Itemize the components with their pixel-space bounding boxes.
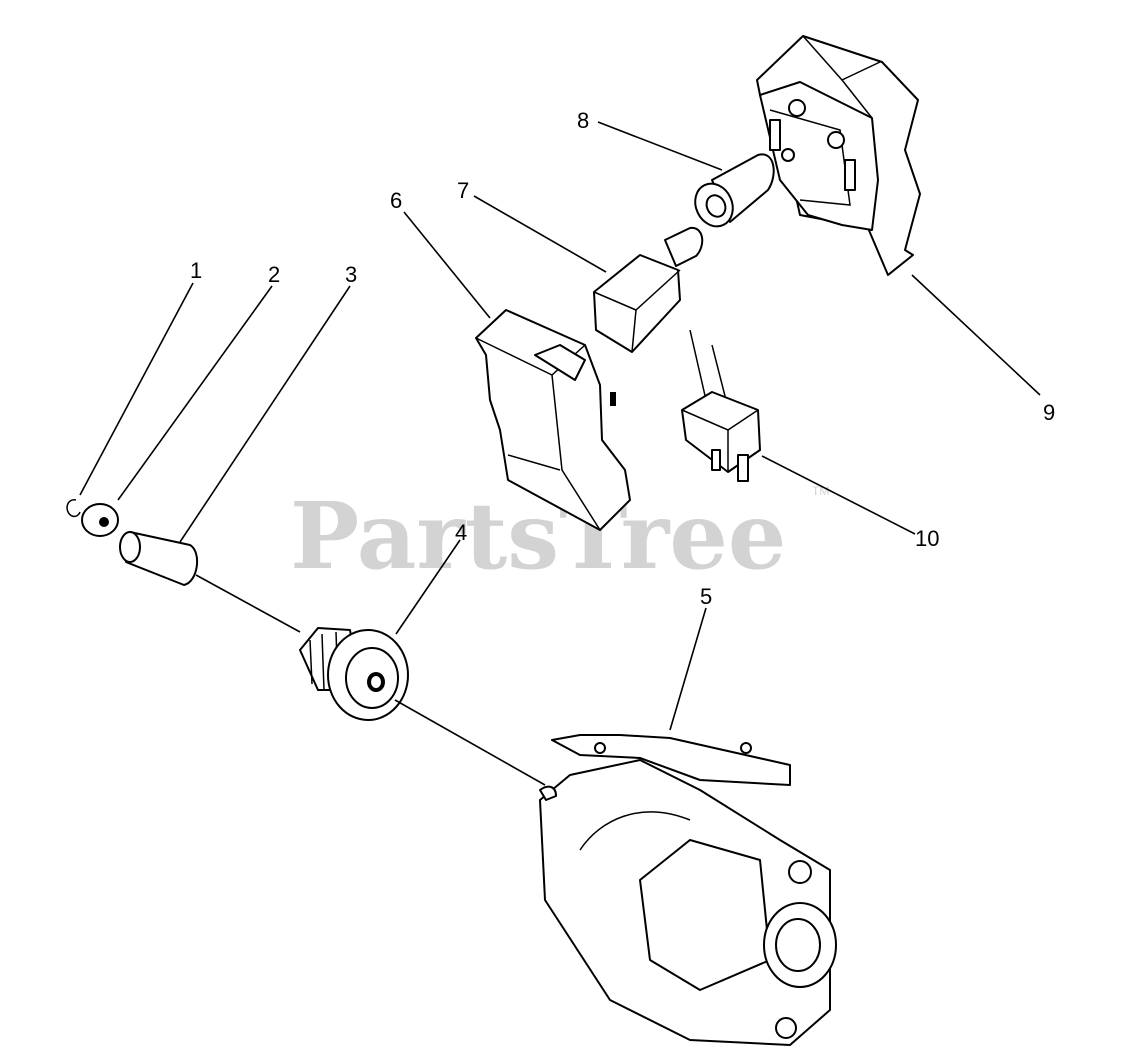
callout-5: 5 [700, 584, 712, 609]
callout-9: 9 [1043, 400, 1055, 425]
callout-1: 1 [190, 258, 202, 283]
callout-labels: 1 2 3 4 5 6 7 8 9 10 [190, 108, 1055, 609]
callout-2: 2 [268, 262, 280, 287]
part-3-sleeve [119, 531, 199, 586]
callout-3: 3 [345, 262, 357, 287]
part-7-socket [593, 226, 704, 353]
part-6-switch [475, 309, 631, 531]
part-10-connector [681, 329, 761, 482]
callout-7: 7 [457, 178, 469, 203]
part-4-pinion [299, 627, 409, 721]
callout-6: 6 [390, 188, 402, 213]
callout-8: 8 [577, 108, 589, 133]
part-2-washer [81, 503, 119, 537]
callout-4: 4 [455, 520, 467, 545]
part-8-lens [694, 153, 775, 228]
callout-10: 10 [915, 526, 939, 551]
leader-lines [79, 121, 1041, 786]
part-9-housing [756, 35, 921, 276]
part-1-clip [66, 499, 81, 518]
partstree-watermark: PartsTree [290, 482, 786, 590]
part-5-starter-motor [539, 734, 837, 1046]
